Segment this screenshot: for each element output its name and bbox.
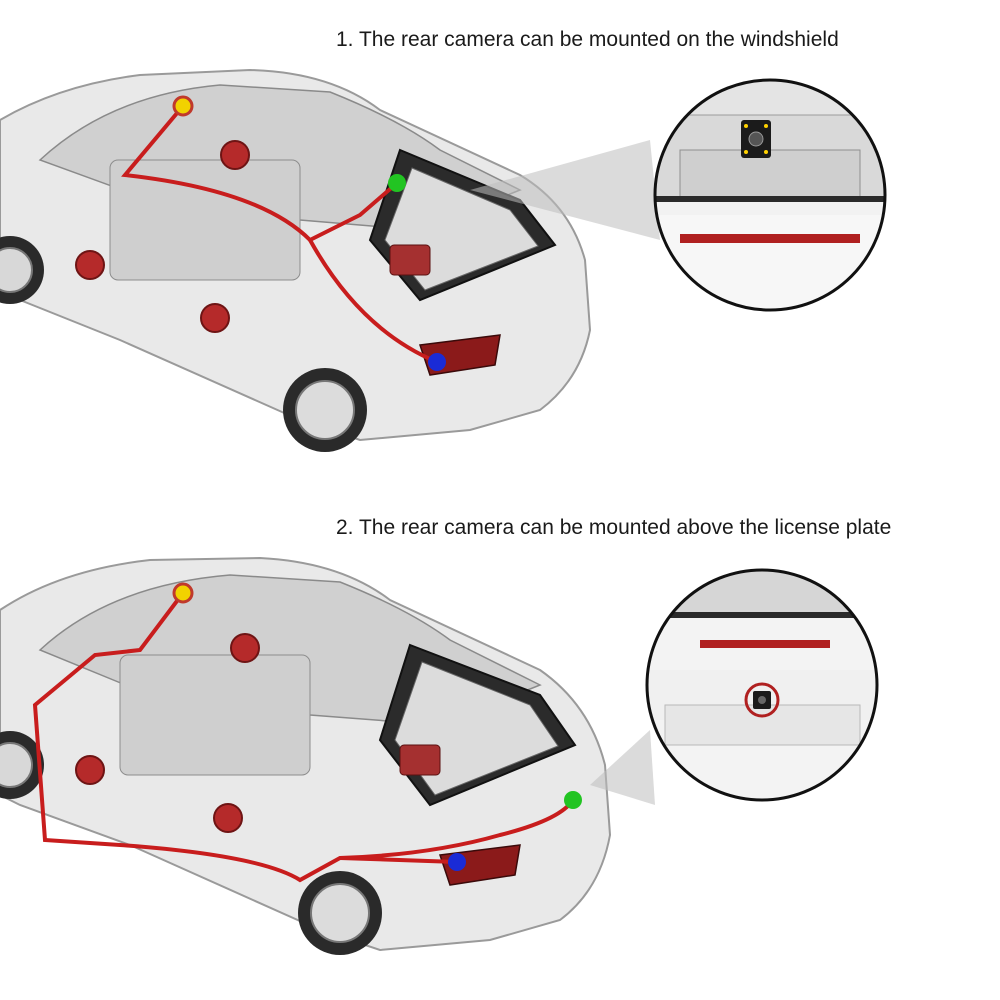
windshield-mount-closeup <box>653 78 887 312</box>
reverse-light-marker <box>448 853 466 871</box>
zoom-beam <box>590 730 655 805</box>
rear-camera-marker <box>388 174 406 192</box>
license-plate-mount-closeup <box>645 568 879 802</box>
caption-license-plate-mount: 2. The rear camera can be mounted above … <box>336 516 892 539</box>
car-diagram-license-plate <box>0 556 879 955</box>
car-illustration <box>0 556 612 955</box>
reverse-light-marker <box>428 353 446 371</box>
cable-route-to-reverse-light <box>308 239 438 364</box>
zoom-beam <box>470 140 660 240</box>
dashcam-marker <box>172 582 194 604</box>
panel-windshield-mount: 1. The rear camera can be mounted on the… <box>0 28 887 452</box>
cable-route-to-reverse-light <box>339 856 458 864</box>
car-diagram-windshield <box>0 68 887 452</box>
dashcam-marker <box>172 95 194 117</box>
caption-windshield-mount: 1. The rear camera can be mounted on the… <box>336 28 839 51</box>
cable-route-to-windshield <box>121 104 399 243</box>
rear-camera-marker <box>564 791 582 809</box>
car-illustration <box>0 68 592 452</box>
panel-license-plate-mount: 2. The rear camera can be mounted above … <box>0 500 1000 1000</box>
